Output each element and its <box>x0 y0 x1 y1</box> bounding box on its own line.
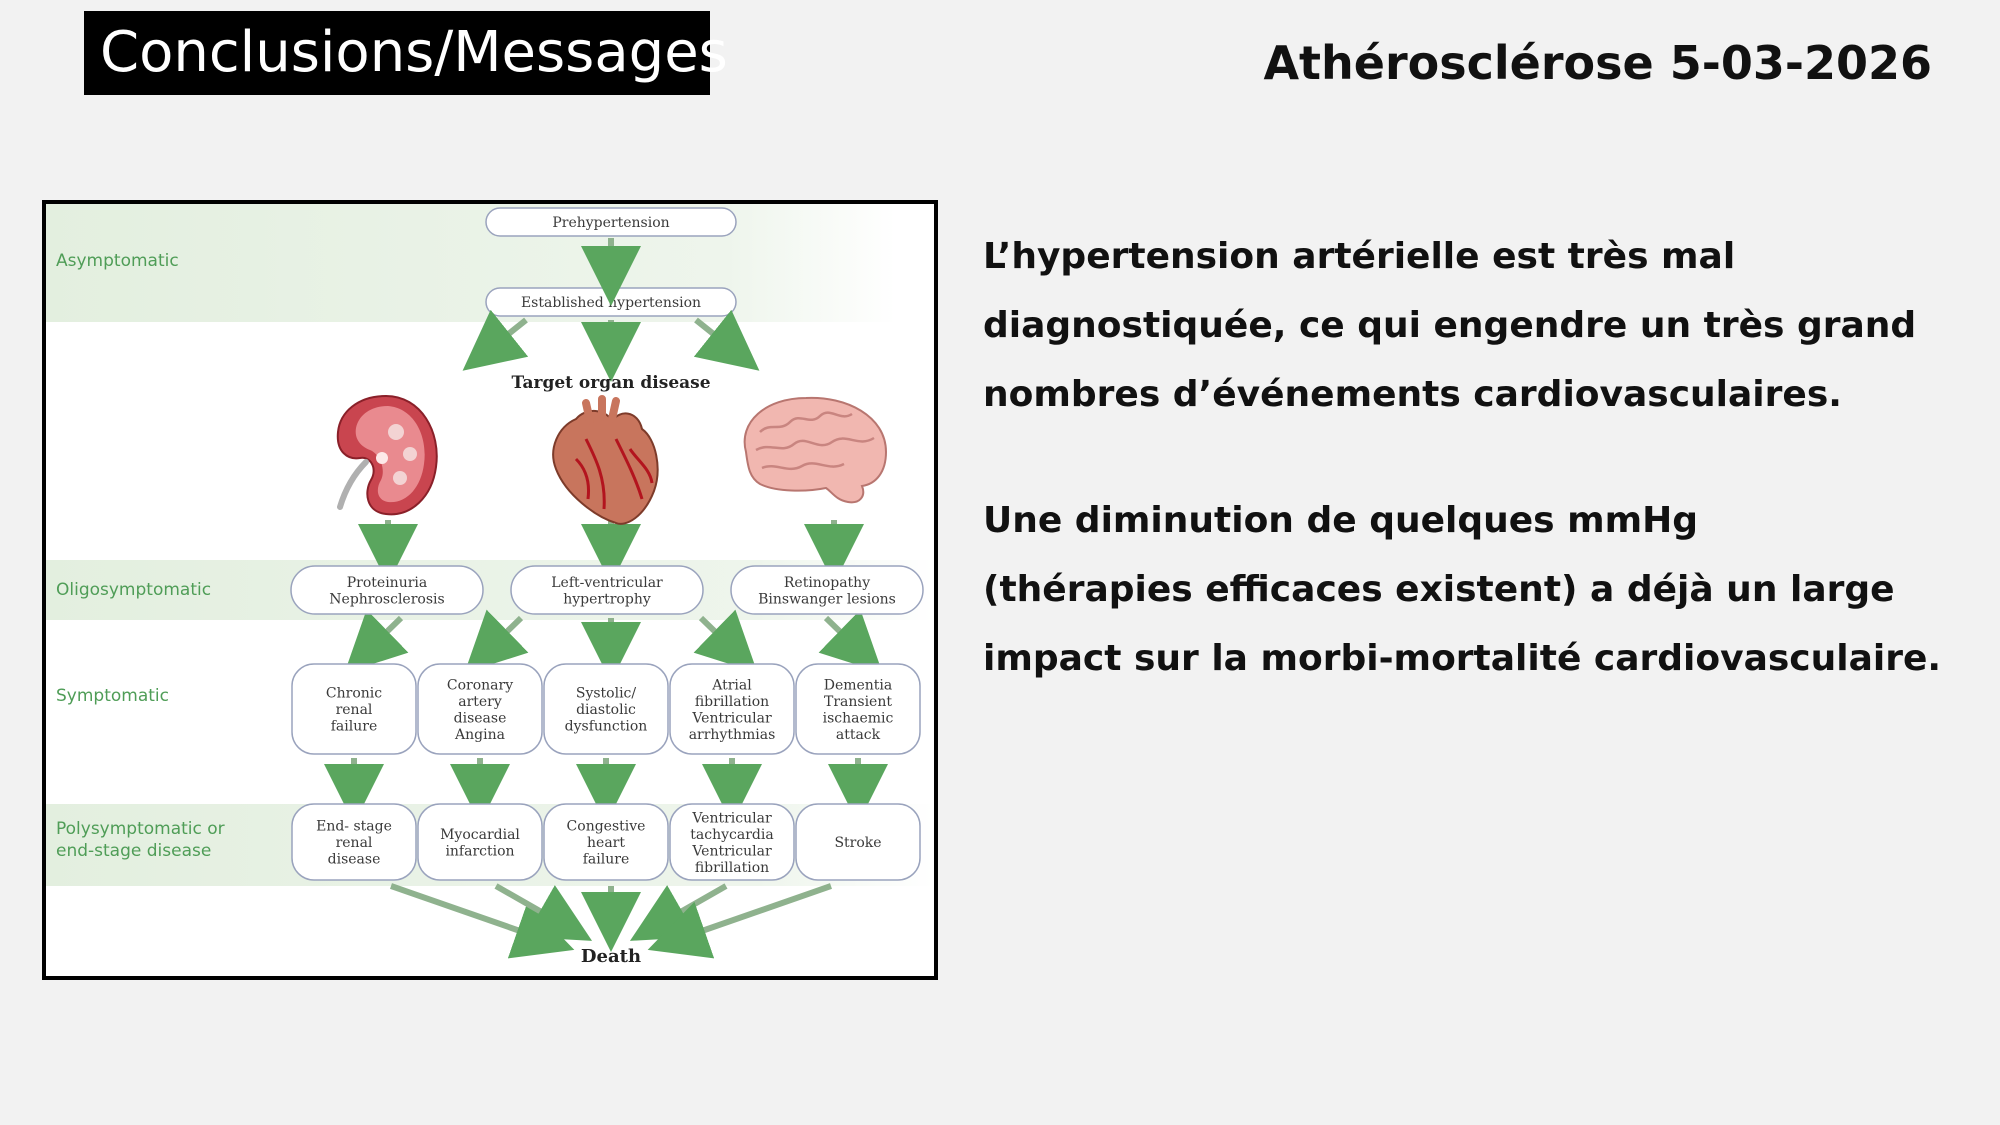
end-stage-box-1-line-2: renal <box>336 835 373 851</box>
end-stage-box-1 <box>291 803 417 881</box>
heart-icon <box>552 395 659 525</box>
band-label-poly-1: Polysymptomatic or <box>56 819 225 839</box>
symptomatic-box-4-line-1: Atrial <box>711 677 752 693</box>
band-label-symptomatic: Symptomatic <box>56 686 169 706</box>
band-asymptomatic <box>46 204 896 322</box>
symptomatic-box-1-line-2: renal <box>336 702 373 718</box>
flow-arrows <box>324 238 888 959</box>
symptomatic-box-1-line-3: failure <box>331 719 377 735</box>
oligo-box-1-line-2: Nephrosclerosis <box>329 591 444 607</box>
oligo-box-3-line-2: Binswanger lesions <box>758 591 896 607</box>
end-stage-box-5-line-1: Stroke <box>834 835 881 851</box>
message-paragraph-2: Une diminution de quelques mmHg (thérapi… <box>983 486 1943 693</box>
kidney-icon <box>336 394 438 516</box>
established-hypertension-label: Established hypertension <box>521 295 701 311</box>
end-stage-box-4-line-3: Ventricular <box>691 843 772 859</box>
arrow-e5-to-death <box>647 883 832 959</box>
symptomatic-box-3-line-2: diastolic <box>576 702 636 718</box>
oligo-box-1 <box>290 565 484 615</box>
symptomatic-box-2-line-3: disease <box>454 710 507 726</box>
end-stage-box-2-line-1: Myocardial <box>440 827 520 843</box>
arrow-e1-to-death <box>390 883 575 959</box>
arrow-oligo2-to-s4 <box>693 609 758 673</box>
brain-icon <box>743 396 888 504</box>
symptomatic-box-1 <box>291 663 417 755</box>
symptomatic-box-4-line-2: fibrillation <box>695 694 769 710</box>
message-1-line-2: diagnostiquée, ce qui engendre un très g… <box>983 305 1917 346</box>
diagram-canvas: Asymptomatic Oligosymptomatic Symptomati… <box>46 204 934 967</box>
symptomatic-box-5-line-1: Dementia <box>824 677 893 693</box>
slide-title: Conclusions/Messages <box>84 11 728 95</box>
death-label: Death <box>581 946 641 967</box>
arrow-e4-to-death <box>629 883 728 941</box>
target-organ-title: Target organ disease <box>511 373 710 393</box>
arrow-oligo2-to-s2 <box>464 609 529 673</box>
symptomatic-box-1-line-1: Chronic <box>326 686 382 702</box>
oligo-box-2 <box>510 565 704 615</box>
band-label-asymptomatic: Asymptomatic <box>56 251 179 271</box>
symptomatic-box-4-line-4: arrhythmias <box>689 727 776 743</box>
oligo-box-3 <box>730 565 924 615</box>
arrow-established-left <box>462 309 529 371</box>
message-2-line-1: Une diminution de quelques mmHg <box>983 500 1699 541</box>
arrow-oligo3-to-s5 <box>818 609 883 673</box>
symptomatic-box-5 <box>795 663 921 755</box>
end-stage-box-4 <box>669 803 795 881</box>
end-stage-box-3 <box>543 803 669 881</box>
arrow-oligo1-to-s1 <box>344 609 409 673</box>
end-stage-box-4-line-4: fibrillation <box>695 860 769 876</box>
symptomatic-box-2 <box>417 663 543 755</box>
prehypertension-box <box>485 207 737 237</box>
message-paragraph-1: L’hypertension artérielle est très mal d… <box>983 222 1943 429</box>
course-header: Athérosclérose 5-03-2026 <box>1263 36 1932 90</box>
message-2-line-2: (thérapies efficaces existent) a déjà un… <box>983 569 1895 610</box>
end-stage-box-3-line-1: Congestive <box>567 819 646 835</box>
end-stage-box-2 <box>417 803 543 881</box>
symptomatic-box-5-line-3: ischaemic <box>823 710 894 726</box>
message-2-line-3: impact sur la morbi-mortalité cardiovasc… <box>983 638 1942 679</box>
end-stage-box-5 <box>795 803 921 881</box>
symptomatic-box-3-line-1: Systolic/ <box>576 686 637 702</box>
symptomatic-box-3-line-3: dysfunction <box>565 719 648 735</box>
symptomatic-box-5-line-2: Transient <box>824 694 892 710</box>
end-stage-box-4-line-2: tachycardia <box>690 827 773 843</box>
oligo-box-1-line-1: Proteinuria <box>347 575 427 591</box>
band-label-poly-2: end-stage disease <box>56 841 211 861</box>
oligo-box-2-line-2: hypertrophy <box>563 591 651 607</box>
band-label-oligosymptomatic: Oligosymptomatic <box>56 580 211 600</box>
end-stage-box-3-line-3: failure <box>583 852 629 868</box>
symptomatic-box-2-line-1: Coronary <box>447 677 513 693</box>
message-1-line-3: nombres d’événements cardiovasculaires. <box>983 374 1842 415</box>
message-1-line-1: L’hypertension artérielle est très mal <box>983 236 1736 277</box>
end-stage-box-2-line-2: infarction <box>445 843 514 859</box>
symptomatic-box-4-line-3: Ventricular <box>691 710 772 726</box>
arrow-e2-to-death <box>494 883 593 941</box>
arrow-established-right <box>693 309 760 371</box>
messages-panel: L’hypertension artérielle est très mal d… <box>983 222 1943 750</box>
symptomatic-box-3 <box>543 663 669 755</box>
hypertension-diagram: Asymptomatic Oligosymptomatic Symptomati… <box>42 200 938 980</box>
end-stage-box-4-line-1: Ventricular <box>691 810 772 826</box>
end-stage-box-1-line-3: disease <box>328 852 381 868</box>
symptomatic-box-5-line-4: attack <box>836 727 881 743</box>
symptomatic-box-2-line-2: artery <box>458 694 502 710</box>
symptomatic-box-4 <box>669 663 795 755</box>
end-stage-box-3-line-2: heart <box>587 835 625 851</box>
end-stage-box-1-line-1: End- stage <box>316 819 392 835</box>
oligo-box-2-line-1: Left-ventricular <box>551 575 663 591</box>
symptomatic-box-2-line-4: Angina <box>454 727 505 743</box>
prehypertension-label: Prehypertension <box>552 215 669 231</box>
oligo-box-3-line-1: Retinopathy <box>784 575 870 591</box>
